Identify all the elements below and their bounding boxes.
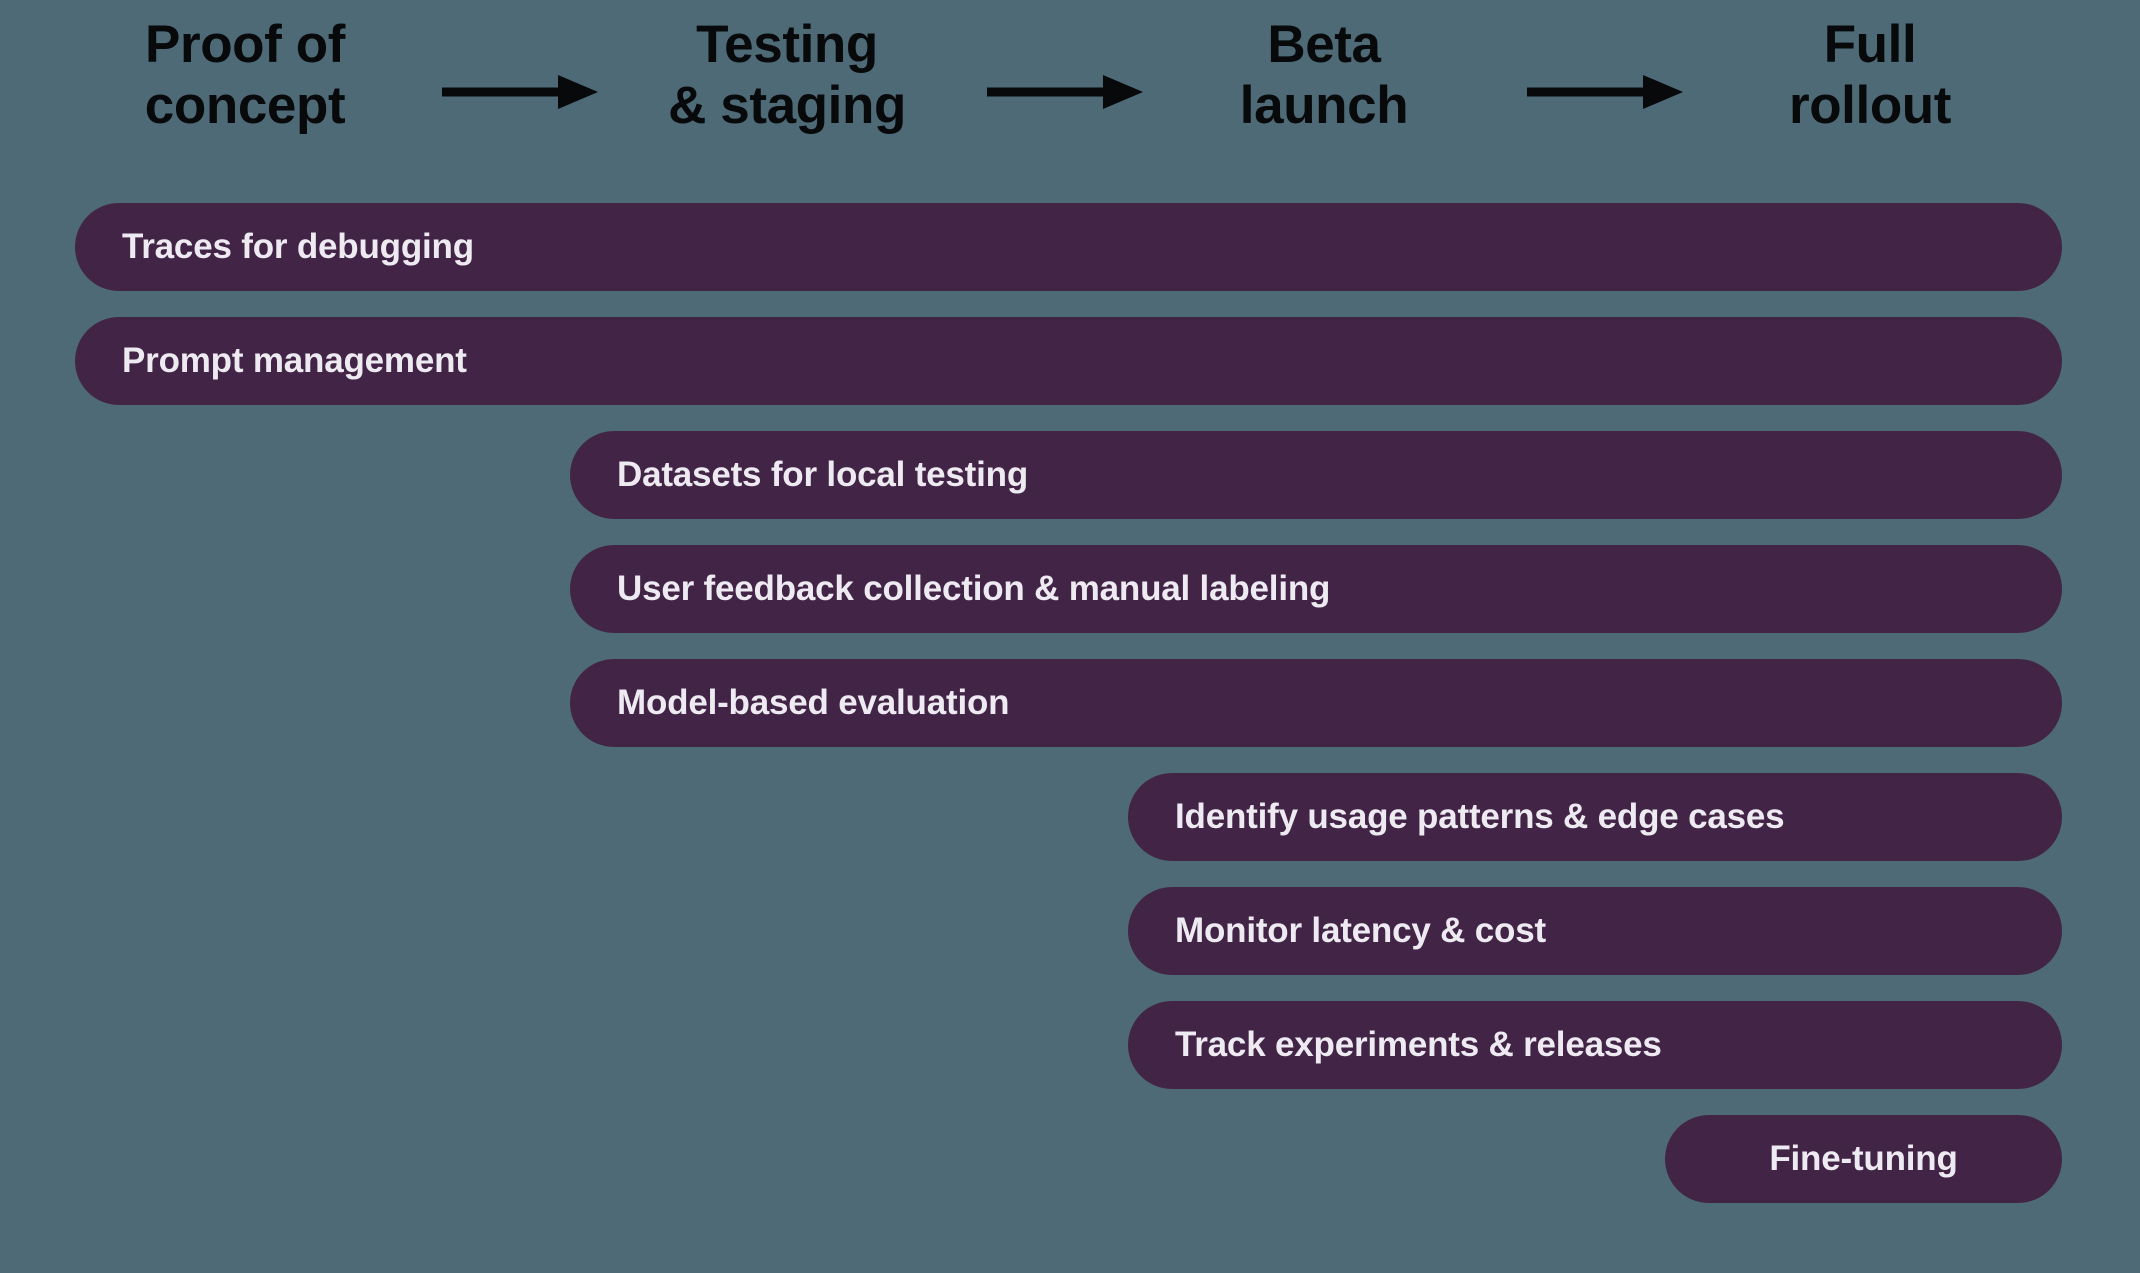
capability-bar-label: Traces for debugging xyxy=(122,227,474,266)
capability-bar-label: Identify usage patterns & edge cases xyxy=(1175,797,1785,836)
capability-bar-fine-tuning[interactable]: Fine-tuning xyxy=(1665,1115,2062,1203)
stage-label-beta-launch: Beta launch xyxy=(1239,15,1409,136)
capability-bar-monitor-latency-and-cost[interactable]: Monitor latency & cost xyxy=(1128,887,2062,975)
capability-bar-track-experiments-and-releases[interactable]: Track experiments & releases xyxy=(1128,1001,2062,1089)
capability-bar-traces-for-debugging[interactable]: Traces for debugging xyxy=(75,203,2062,291)
stage-header: Proof of concept Testing & staging Beta … xyxy=(0,0,2140,180)
capability-bar-prompt-management[interactable]: Prompt management xyxy=(75,317,2062,405)
arrow-right-icon xyxy=(1525,70,1685,114)
capability-bar-datasets-for-local-testing[interactable]: Datasets for local testing xyxy=(570,431,2062,519)
capability-bar-label: Model-based evaluation xyxy=(617,683,1010,722)
capability-bar-label: Track experiments & releases xyxy=(1175,1025,1662,1064)
capability-bar-label: Prompt management xyxy=(122,341,467,380)
stage-label-proof-of-concept: Proof of concept xyxy=(144,15,346,136)
stage-label-full-rollout: Full rollout xyxy=(1788,15,1952,136)
capability-bar-user-feedback-collection-and-manual-labeling[interactable]: User feedback collection & manual labeli… xyxy=(570,545,2062,633)
capability-bar-label: Fine-tuning xyxy=(1769,1139,1958,1178)
capability-bar-model-based-evaluation[interactable]: Model-based evaluation xyxy=(570,659,2062,747)
capability-bar-label: Monitor latency & cost xyxy=(1175,911,1546,950)
capability-bar-label: Datasets for local testing xyxy=(617,455,1029,494)
arrow-right-icon xyxy=(440,70,600,114)
capability-bar-identify-usage-patterns-and-edge-cases[interactable]: Identify usage patterns & edge cases xyxy=(1128,773,2062,861)
stage-label-testing-and-staging: Testing & staging xyxy=(668,15,906,136)
arrow-right-icon xyxy=(985,70,1145,114)
capability-bar-label: User feedback collection & manual labeli… xyxy=(617,569,1331,608)
